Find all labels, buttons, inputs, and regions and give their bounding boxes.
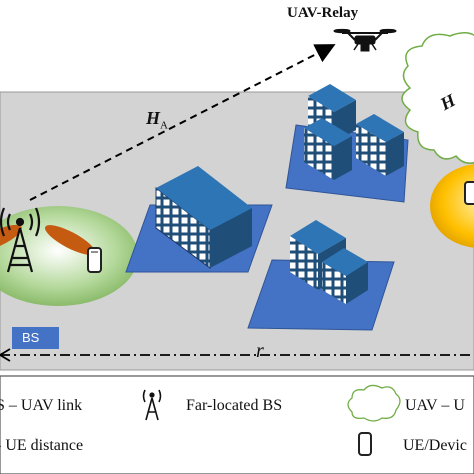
antenna-beam-right: [44, 225, 96, 255]
distance-label: r: [256, 340, 264, 362]
distance-arrowhead-left: [0, 348, 11, 362]
building-cluster-bottom: [247, 220, 395, 331]
uav-relay-label: UAV-Relay: [287, 5, 359, 21]
bs-coverage-zone: [0, 206, 138, 306]
bs-tower-icon: [0, 207, 41, 273]
uav-ue-cloud: [401, 32, 474, 164]
legend-item-bs: Far-located BS: [186, 397, 283, 414]
legend-item-device: UE/Devic: [403, 437, 467, 454]
legend-item-cloud: UAV – U: [405, 397, 465, 414]
legend-box: [0, 375, 474, 474]
building-cluster-left: [125, 166, 273, 273]
bs-tag: BS: [12, 327, 59, 349]
antenna-beam-left: [0, 224, 22, 252]
bs-uav-link-arrow: [29, 44, 336, 201]
uav-drone-icon: [333, 28, 397, 52]
link-label: HA: [146, 108, 168, 132]
tower-icon: [142, 389, 162, 421]
ue-phone-icon: [87, 247, 102, 273]
legend-item-distance: - UE distance: [0, 437, 84, 454]
ue-device-icon-right: [464, 181, 474, 205]
ue-coverage-zone: [430, 164, 474, 248]
phone-icon: [358, 432, 372, 456]
link-label-h: H: [146, 108, 161, 128]
cloud-icon: [347, 384, 401, 422]
legend-item-link: S – UAV link: [0, 397, 83, 414]
building-cluster-top: [285, 84, 409, 203]
link-label-sub: A: [160, 119, 168, 132]
